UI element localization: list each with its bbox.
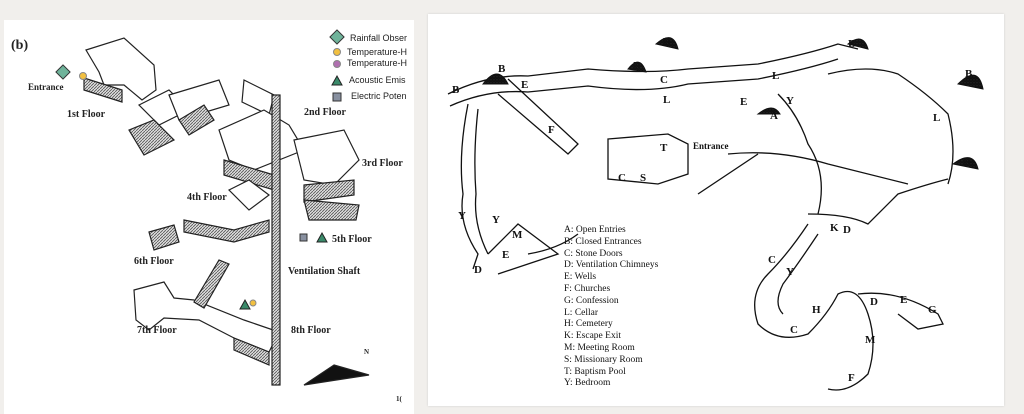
cave-plan-map-panel: B B B B B B B E F C L E A Y L T S C L M … [428,14,1004,406]
map-letter: L [933,112,941,124]
map-letter: E [521,79,529,91]
key-item: T: Baptism Pool [564,366,626,377]
panel-label: (b) [11,38,29,53]
map-letter: B [633,60,641,72]
floor-4-label: 4th Floor [187,192,227,203]
map-letter: M [865,334,876,346]
key-item: H: Cemetery [564,319,613,330]
map-letter: Y [786,266,794,278]
north-arrow-label: N [364,348,370,356]
map-letter: D [474,264,482,276]
map-letter: A [770,110,778,122]
map-letter: B [663,36,671,48]
map-letter: L [772,70,780,82]
map-letter: T [660,142,668,154]
map-letter: Y [458,210,466,222]
map-letter: B [452,84,460,96]
key-item: Y: Bedroom [564,378,611,389]
cave-3d-structure [55,29,370,386]
key-item: G: Confession [564,295,619,306]
floor-3-label: 3rd Floor [362,158,403,169]
map-letter: B [848,38,856,50]
floor-8-label: 8th Floor [291,325,331,336]
legend-electric: Electric Poten [351,91,407,101]
map-letter: E [900,294,908,306]
map-letter: B [963,156,971,168]
ventilation-shaft-label: Ventilation Shaft [288,266,361,277]
map-letter: F [548,124,555,136]
map-letter: D [843,224,851,236]
legend-temperature-1: Temperature-H [347,47,408,57]
map-letter: M [512,229,523,241]
map-letter: L [663,94,671,106]
key-item: F: Churches [564,283,611,294]
map-letter: S [640,172,647,184]
page-number-fragment: 1( [396,395,402,403]
floor-1-label: 1st Floor [67,109,106,120]
sensor-markers [55,29,345,310]
map-letter: D [870,296,878,308]
floor-6-label: 6th Floor [134,256,174,267]
key-item: K: Escape Exit [564,331,621,342]
floor-5-label: 5th Floor [332,234,372,245]
map-key: A: Open Entries B: Closed Entrances C: S… [564,225,658,390]
key-item: M: Meeting Room [564,342,635,353]
map-letter: H [812,304,821,316]
floor-7-label: 7th Floor [137,325,177,336]
map-letter: B [498,63,506,75]
key-item: A: Open Entries [564,225,626,235]
entrance-label: Entrance [28,82,64,92]
map-letter: C [618,172,626,184]
map-letter: C [790,324,798,336]
key-item: C: Stone Doors [564,248,623,259]
floor-2-label: 2nd Floor [304,107,346,118]
map-letter: B [965,68,973,80]
key-item: B: Closed Entrances [564,236,642,247]
key-item: L: Cellar [564,307,599,318]
legend-rainfall: Rainfall Obser [350,33,408,43]
map-letter: C [660,74,668,86]
map-letter: K [830,222,839,234]
legend-acoustic: Acoustic Emis [349,75,406,85]
entrance-label: Entrance [693,141,729,151]
map-letter: E [502,249,510,261]
legend-temperature-2: Temperature-H [347,58,408,68]
map-letter: F [848,372,855,384]
cave-floor-diagram-panel: (b) Rainfall Obser Temperature-H Tempera… [4,20,414,414]
key-item: D: Ventilation Chimneys [564,260,659,271]
map-letter: G [928,304,937,316]
cave-plan-map [447,37,984,391]
map-letter: C [768,254,776,266]
key-item: S: Missionary Room [564,354,643,365]
map-letter: E [740,96,748,108]
map-letter: Y [492,214,500,226]
key-item: E: Wells [564,272,597,283]
map-letter: Y [786,95,794,107]
